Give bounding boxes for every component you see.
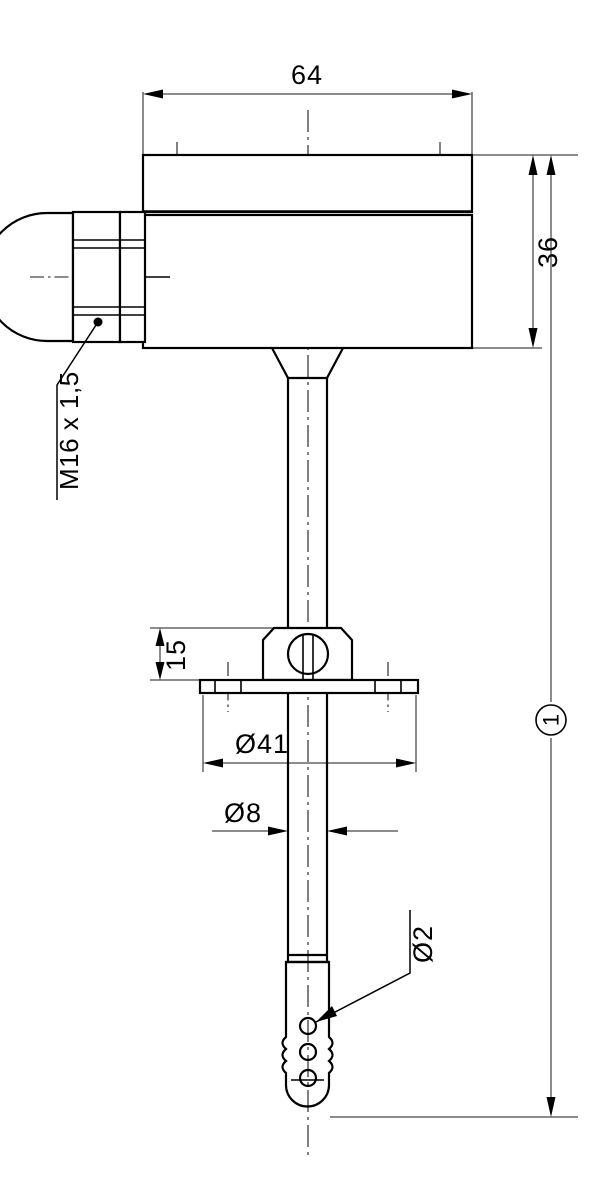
dim-label-15: 15 <box>161 639 191 671</box>
bracket-clamp-hole <box>286 632 330 676</box>
note-hole-diameter-2: Ø2 <box>315 910 438 1023</box>
terminal-housing-body <box>141 213 474 350</box>
probe-tip <box>281 953 334 1108</box>
lid-outline <box>141 153 474 214</box>
dimension-width-64: 64 <box>142 60 473 160</box>
dimension-height-36: 36 <box>472 154 563 349</box>
arrow-left-41 <box>203 758 223 768</box>
balloon-label-1: 1 <box>539 714 564 726</box>
flange-fill <box>200 680 418 693</box>
dim-label-41: Ø41 <box>235 729 289 759</box>
cable-gland <box>0 210 147 344</box>
note-label-m16: M16 x 1,5 <box>54 371 84 490</box>
mounting-bracket <box>261 626 354 682</box>
arrow-right-64 <box>452 89 472 99</box>
dimension-diameter-8: Ø8 <box>212 798 398 836</box>
note-cable-gland-thread: M16 x 1,5 <box>54 317 103 500</box>
arrow-bottom-36 <box>528 328 538 348</box>
gland-nut-fill <box>120 212 145 342</box>
probe-shaft-upper <box>286 378 329 628</box>
leader-line-m16 <box>56 321 99 500</box>
dim-label-36: 36 <box>533 236 563 268</box>
arrow-top-overall <box>546 155 556 175</box>
arrow-left-64 <box>143 89 163 99</box>
leader-line-d2 <box>315 910 411 1023</box>
note-label-d2: Ø2 <box>408 925 438 963</box>
dimension-diameter-41: Ø41 <box>202 695 417 772</box>
gland-cap-outline <box>0 211 75 343</box>
lid-fill <box>143 155 472 212</box>
dim-label-8: Ø8 <box>224 798 262 828</box>
arrow-top-15 <box>155 628 165 646</box>
balloon-circle-1 <box>535 704 567 736</box>
arrow-left-8 <box>268 826 288 836</box>
probe-shaft-lower <box>286 693 329 962</box>
tip-hole-1 <box>298 1016 318 1036</box>
arrow-bottom-15 <box>155 662 165 680</box>
tip-hole-2 <box>298 1042 318 1062</box>
neck-taper-outline <box>271 347 344 380</box>
arrow-right-41 <box>396 758 416 768</box>
housing-fill <box>143 215 472 348</box>
arrow-top-36 <box>528 155 538 175</box>
bracket-fill <box>263 628 352 680</box>
mounting-flange <box>198 678 420 695</box>
tip-hole-3 <box>298 1068 318 1088</box>
gland-nut-outline <box>118 210 147 344</box>
arrow-bottom-overall <box>546 1097 556 1117</box>
neck-taper <box>271 347 344 380</box>
leader-arrow-d2 <box>316 1006 337 1022</box>
dimension-overall-length: 1 <box>330 154 578 1118</box>
tip-body-outline <box>281 960 334 1108</box>
terminal-housing-lid <box>141 153 474 214</box>
arrow-right-8 <box>327 826 347 836</box>
flange-outline <box>198 678 420 695</box>
dim-label-64: 64 <box>291 60 323 90</box>
